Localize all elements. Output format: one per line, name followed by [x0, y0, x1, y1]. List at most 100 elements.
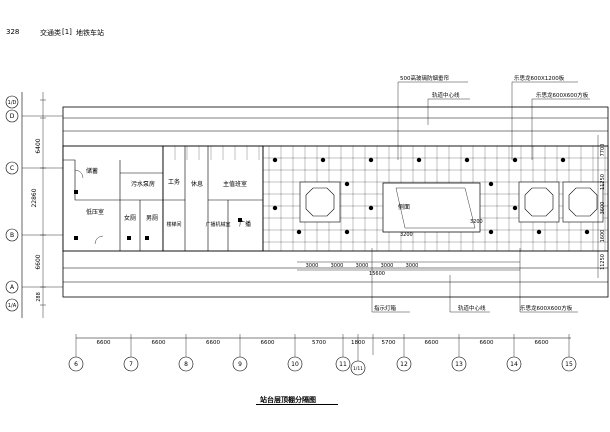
ceiling-dim-chain: 3000 3000 3000 3000 3000 15600 [297, 261, 520, 277]
opening-dim-a: 3200 [400, 232, 413, 238]
ceiling-dim-1: 3000 [306, 263, 319, 269]
column-marker-label: 14 [510, 361, 518, 368]
column-marker-label: 9 [238, 361, 242, 368]
equipment-rooms: 储蓄 污水泵房 低压室 女厕 男厕 [62, 145, 164, 252]
column-marker-label: 13 [455, 361, 463, 368]
lamp-dot [296, 229, 302, 235]
ceiling-dim-4: 3000 [381, 263, 394, 269]
left-dim-3: 6600 [35, 254, 42, 269]
staff-rooms: 工务 休息 主值班室 楼梯间 广播机械室 广播 [162, 145, 264, 252]
room-label-men-wc: 男厕 [146, 215, 158, 222]
ceiling-dim-2: 3000 [331, 263, 344, 269]
left-dimension-chain: 6400 22860 6600 288 [31, 92, 46, 318]
octagon-features [299, 181, 604, 223]
lamp-dot [488, 181, 494, 187]
lamp-dot [512, 157, 518, 163]
column-marker-circle [68, 356, 84, 372]
callout-panel-600x600-top: 乐思龙600X600方板 [536, 91, 589, 99]
bottom-dim-label: 6600 [535, 340, 549, 346]
opening-label: 侧面 [398, 203, 410, 211]
lamp-dot [488, 229, 494, 235]
title-underline [256, 404, 338, 405]
column-marker-circle [451, 356, 467, 372]
lamp-dot [344, 229, 350, 235]
column-marker-circle [335, 356, 351, 372]
bottom-callouts: 指示灯箱 轨道中心线 乐思龙600X600方板 [371, 248, 578, 313]
column-marker-circle [350, 360, 366, 376]
ceiling-dim-3: 3000 [356, 263, 369, 269]
row-marker-b: B [10, 232, 14, 239]
bottom-dim-label: 6600 [206, 340, 220, 346]
left-dim-4: 288 [36, 292, 42, 302]
callout-sign-box: 指示灯箱 [374, 304, 397, 312]
lamp-dot [560, 157, 566, 163]
opening-dim-b: 3200 [470, 219, 483, 225]
column-marker-label: 1/11 [353, 366, 363, 372]
column-marker-circle [396, 356, 412, 372]
lamp-dot [368, 205, 374, 211]
column-marker-label: 10 [291, 361, 299, 368]
room-label-rest: 休息 [191, 180, 203, 188]
column-marker-circle [123, 356, 139, 372]
lamp-dot [464, 157, 470, 163]
column-marker-circle [506, 356, 522, 372]
row-marker-1a: 1/A [8, 303, 17, 309]
column-marker-label: 11 [339, 361, 347, 368]
header-section: [1] [62, 28, 72, 36]
callout-track-centerline-bottom: 轨道中心线 [458, 304, 486, 312]
lamp-dot [416, 157, 422, 163]
right-dim-4: 1600 [600, 230, 606, 243]
bottom-dim-label: 6600 [97, 340, 111, 346]
lamp-dot [344, 181, 350, 187]
ceiling-span-total: 15600 [369, 271, 385, 277]
room-label-women-wc: 女厕 [124, 214, 136, 222]
row-marker-a: A [10, 284, 15, 291]
callout-smoke-curtain: 500高玻璃防烟垂帘 [400, 74, 449, 82]
column-marker-label: 12 [400, 361, 408, 368]
column-marker-label: 8 [184, 361, 188, 368]
right-dim-1: 7700 [600, 144, 606, 157]
column-marker-label: 7 [129, 361, 133, 368]
room-label-pump: 污水泵房 [131, 180, 155, 188]
callout-track-centerline-top: 轨道中心线 [432, 91, 460, 99]
callout-panel-600x600-bottom: 乐思龙600X600方板 [520, 304, 573, 312]
room-label-broadcast: 广播 [239, 220, 251, 228]
bottom-dim-label: 6600 [261, 340, 275, 346]
callout-board-600x1200: 乐思龙600X1200板 [514, 74, 565, 82]
row-markers: 1/D D C B A 1/A [5, 95, 19, 312]
bottom-dim-label: 5700 [382, 340, 396, 346]
bottom-dim-label: 5700 [312, 340, 326, 346]
bottom-dim-label: 6600 [152, 340, 166, 346]
right-dim-5: 11250 [600, 254, 606, 270]
room-label-duty: 主值班室 [223, 180, 247, 188]
lamp-dot [536, 229, 542, 235]
room-label-storage: 储蓄 [86, 167, 98, 175]
room-label-works: 工务 [168, 178, 180, 186]
lamp-dot [272, 205, 278, 211]
ceiling-opening: 侧面 3200 3200 [382, 182, 483, 238]
room-label-stair: 楼梯间 [166, 221, 181, 228]
column-marker-circle [287, 356, 303, 372]
top-callouts: 500高玻璃防烟垂帘 乐思龙600X1200板 轨道中心线 乐思龙600X600… [397, 74, 590, 160]
left-dim-2: 22860 [31, 188, 38, 207]
bottom-dimension-chain: 6600 6600 6600 6600 5700 1800 5700 6600 6600 6600 [75, 334, 571, 355]
row-marker-c: C [10, 165, 14, 172]
lamp-dot [512, 205, 518, 211]
right-dimension-chain: 7700 11250 3600 1600 11250 [597, 135, 606, 278]
header-subject: 地铁车站 [76, 29, 104, 37]
bottom-dim-label: 6600 [480, 340, 494, 346]
lamp-dot [320, 157, 326, 163]
left-dim-1: 6400 [35, 138, 42, 153]
column-marker-circle [178, 356, 194, 372]
column-marker-label: 6 [74, 361, 78, 368]
bottom-dim-label: 1800 [351, 340, 365, 346]
row-marker-1d: 1/D [8, 100, 17, 106]
right-dim-3: 3600 [600, 202, 606, 215]
bottom-dim-label: 6600 [425, 340, 439, 346]
ceiling-dim-5: 3000 [406, 263, 419, 269]
ceiling-lamps [272, 157, 590, 235]
lamp-dot [272, 157, 278, 163]
page-number: 328 [6, 28, 20, 36]
right-dim-2: 11250 [600, 174, 606, 190]
